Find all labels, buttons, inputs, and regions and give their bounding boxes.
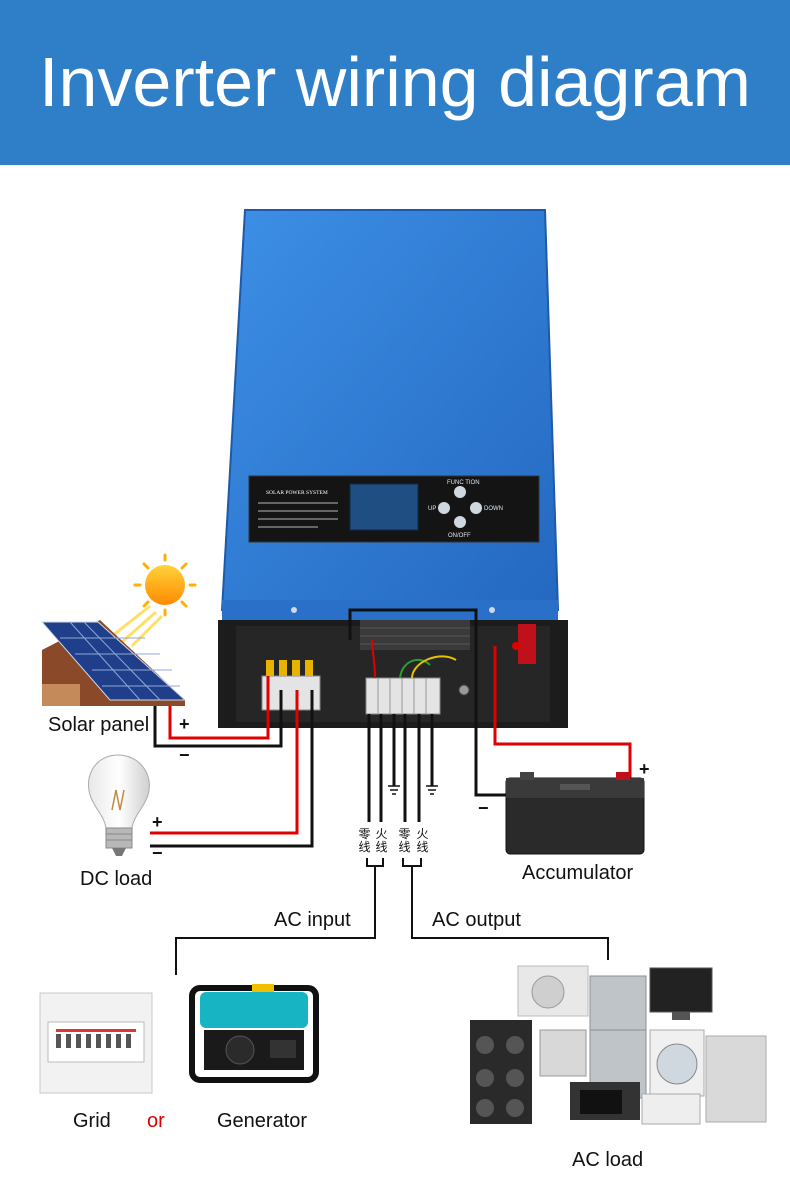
output-neutral-tag: 零线 <box>398 827 411 854</box>
solar-minus-sign: − <box>179 745 190 765</box>
or-label: or <box>147 1110 165 1132</box>
solar-panel-house-icon <box>40 620 187 706</box>
ground-screw <box>458 684 470 696</box>
up-button-label: UP <box>428 506 436 512</box>
battery-terminal-cap <box>518 624 536 664</box>
dc-terminal-block <box>261 675 321 711</box>
battery-positive-wire <box>493 646 632 780</box>
dc-terminal-lug <box>305 660 313 676</box>
battery-plus-sign: + <box>639 759 650 779</box>
solar-negative-wire <box>153 690 283 748</box>
dc-load-negative-wire <box>150 690 314 848</box>
dc-terminal-lug <box>292 660 300 676</box>
title-banner: Inverter wiring diagram <box>0 0 790 165</box>
battery-minus-sign: − <box>478 798 489 818</box>
sun-icon <box>111 553 197 648</box>
input-neutral-tag: 零线 <box>358 827 371 854</box>
function-button-label: FUNC TION <box>447 480 480 486</box>
input-live-tag: 火线 <box>375 827 388 854</box>
generator-icon <box>189 984 319 1083</box>
panel-brand: SOLAR POWER SYSTEM <box>266 490 328 496</box>
ac-input-feed-line <box>175 866 376 975</box>
dc-load-minus-sign: − <box>152 843 163 863</box>
down-button[interactable] <box>470 502 482 514</box>
up-button[interactable] <box>438 502 450 514</box>
solar-positive-wire <box>168 676 270 740</box>
wires <box>150 608 632 975</box>
ac-terminal-block <box>365 677 441 715</box>
dc-load-label: DC load <box>80 868 153 890</box>
fan-grill <box>360 620 470 650</box>
ac-input-label: AC input <box>274 909 351 931</box>
ground-symbol-output <box>426 785 438 795</box>
dc-terminal-lug <box>266 660 274 676</box>
dc-load-positive-wire <box>150 690 299 835</box>
inverter: SOLAR POWER SYSTEM FUNC TION UP DOWN ON/… <box>218 209 568 728</box>
page-title: Inverter wiring diagram <box>39 43 751 121</box>
generator-label: Generator <box>217 1110 308 1132</box>
down-button-label: DOWN <box>484 506 503 512</box>
ac-load-label: AC load <box>572 1149 644 1171</box>
battery-icon <box>505 772 645 855</box>
dc-load-plus-sign: + <box>152 812 163 832</box>
dc-terminal-lug <box>279 660 287 676</box>
on-off-button-label: ON/OFF <box>448 533 471 539</box>
on-off-button[interactable] <box>454 516 466 528</box>
ac-output-feed-line <box>411 866 609 960</box>
ground-symbol-input <box>388 785 400 795</box>
grid-breaker-icon <box>39 992 153 1094</box>
inverter-cover <box>220 209 560 611</box>
output-live-tag: 火线 <box>416 827 429 854</box>
lcd-screen <box>349 483 419 531</box>
light-bulb-icon <box>88 754 150 856</box>
ac-input-bracket <box>366 858 384 867</box>
battery-negative-wire <box>348 608 508 797</box>
solar-plus-sign: + <box>179 714 190 734</box>
function-button[interactable] <box>454 486 466 498</box>
ac-load-appliances-icon <box>470 965 767 1125</box>
ac-output-bracket <box>402 858 422 867</box>
solar-panel-label: Solar panel <box>48 714 150 736</box>
ac-output-label: AC output <box>432 909 521 931</box>
accumulator-label: Accumulator <box>522 862 634 884</box>
grid-label: Grid <box>73 1110 111 1132</box>
